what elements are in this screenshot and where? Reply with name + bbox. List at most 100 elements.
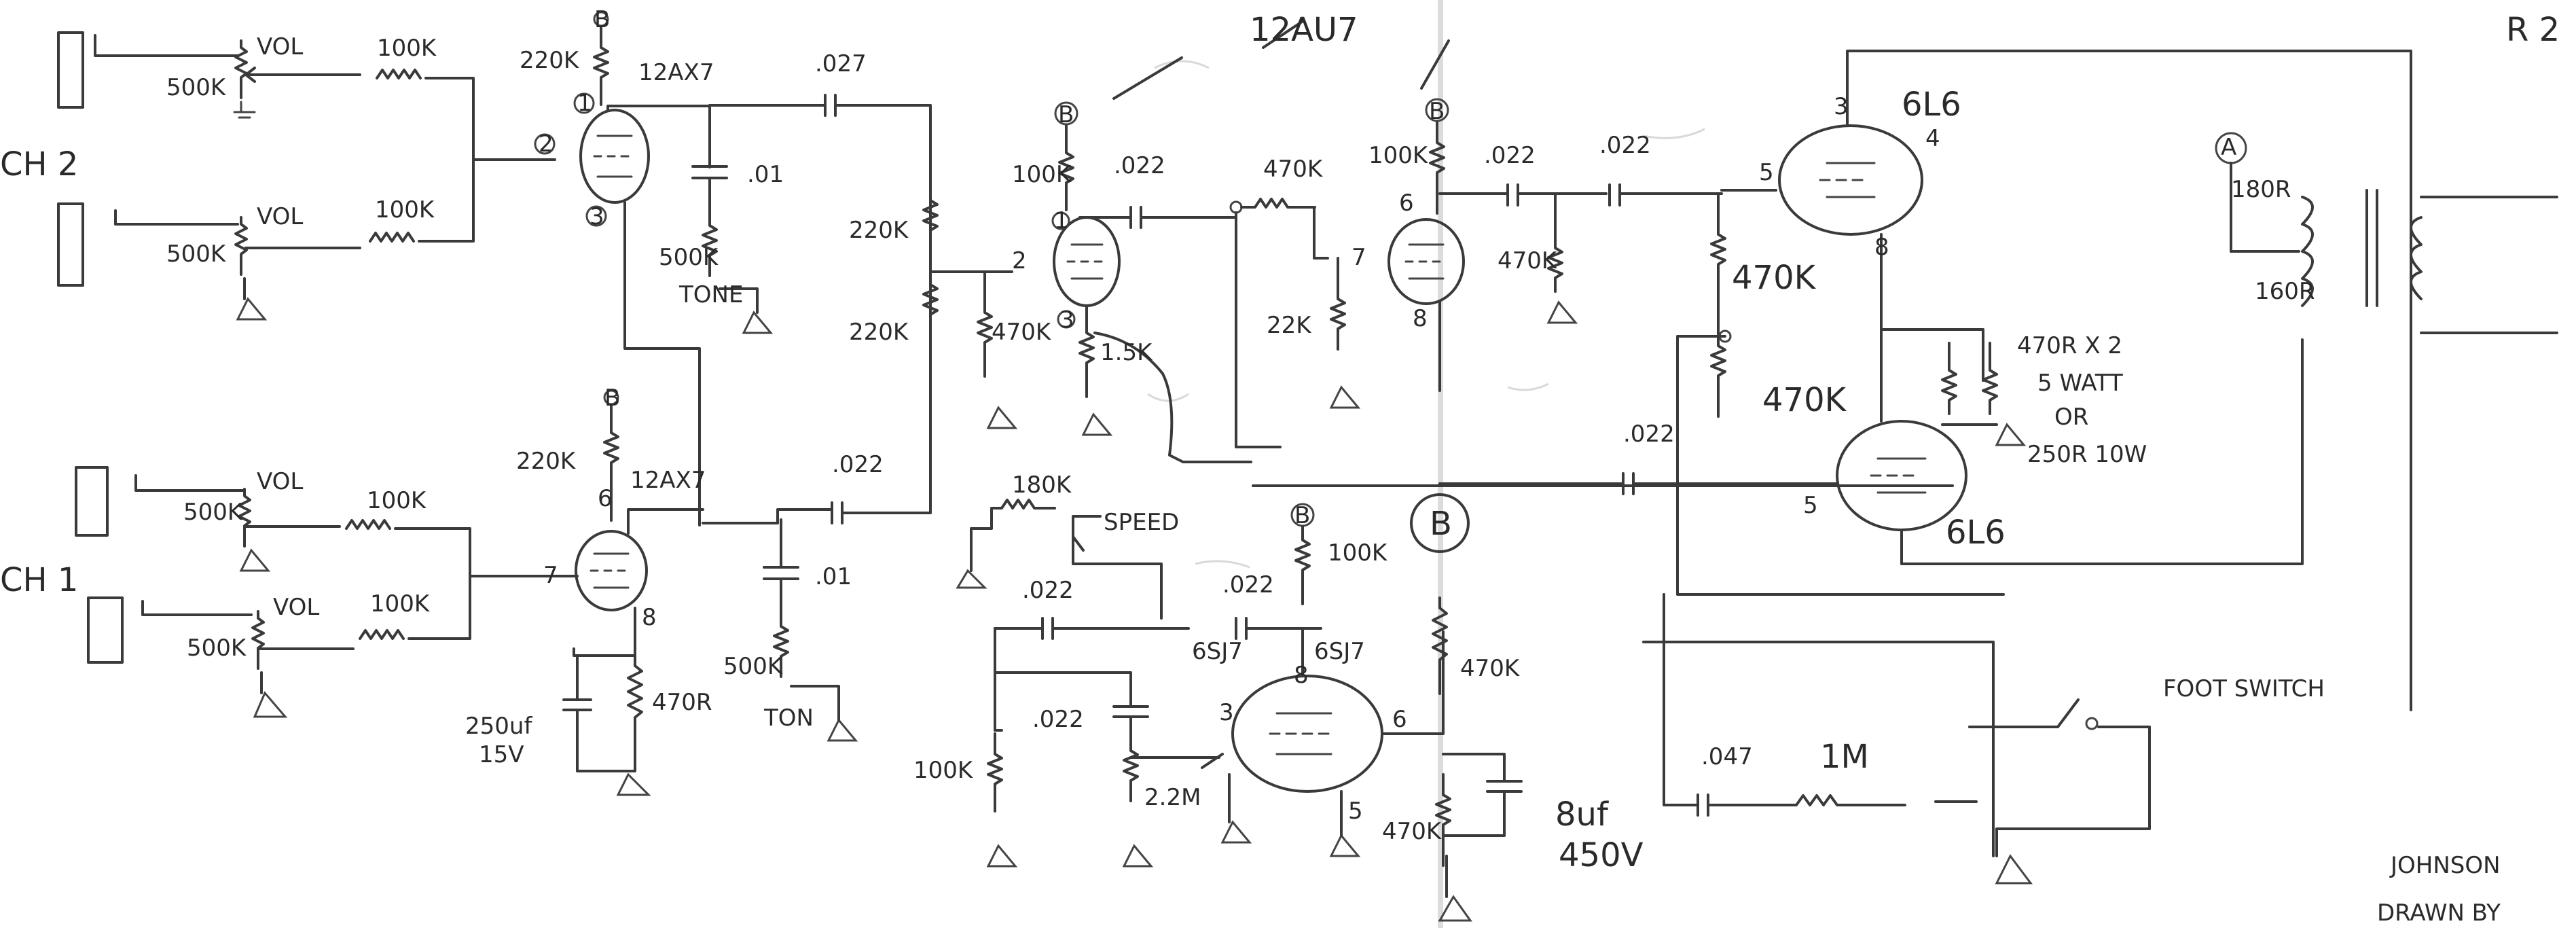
- tube-6l6-a: [1778, 124, 1923, 236]
- foot-switch-contact: [2085, 717, 2099, 730]
- label-b-big: B: [1430, 505, 1452, 543]
- label-470rx2: 470R X 2: [2017, 332, 2122, 359]
- cap-022-v2b: [1506, 183, 1519, 207]
- jack-ch2-a-wire: [94, 34, 239, 57]
- wire-v1-cathode-bus: [623, 201, 701, 527]
- label-450v: 450V: [1559, 836, 1644, 874]
- tube-v2b: [1387, 218, 1465, 305]
- label-470k-grid: 470K: [992, 319, 1052, 346]
- res-180k-speed: [970, 499, 1056, 530]
- cap-022-v1b: [831, 501, 843, 524]
- label-220k-v1a: 220K: [520, 47, 580, 74]
- node-b-big: [1410, 493, 1470, 553]
- cap-047: [1697, 793, 1709, 817]
- label-b-v1b: B: [604, 385, 620, 412]
- jack-ch1-a: [75, 466, 109, 537]
- pot-500k-ton: [773, 577, 789, 678]
- res-2-2m: [1123, 715, 1139, 802]
- pin-1-v1a: [573, 92, 595, 114]
- cap-250uf: [562, 698, 592, 711]
- wire-6sj7-screen: [1381, 630, 1445, 735]
- input-jacks: [57, 31, 253, 664]
- res-470k-6sj7: [1435, 773, 1451, 867]
- label-100k-ch1-a: 100K: [367, 487, 427, 514]
- cap-8uf: [1486, 780, 1523, 793]
- label-b-v1a: B: [594, 6, 610, 33]
- tube-v1b: [575, 530, 648, 611]
- label-047: .047: [1701, 743, 1753, 770]
- label-500k-ch2-a: 500K: [166, 74, 227, 101]
- label-pin8-6sj7: 8: [1294, 662, 1309, 689]
- jack-ch1-b-wire: [141, 600, 253, 616]
- label-pin3-v2a: 3: [1059, 306, 1074, 334]
- label-pin8-v2b: 8: [1413, 305, 1428, 332]
- pin-3-v2a: [1057, 310, 1076, 329]
- gnd-470k-v2b: [1546, 300, 1578, 324]
- jack-ch1-b: [87, 596, 124, 664]
- label-022-v2b: .022: [1484, 142, 1536, 169]
- label-vol-ch1-a: VOL: [257, 468, 303, 495]
- cap-027: [824, 94, 837, 117]
- res-220k-v1b-plate: [603, 404, 619, 522]
- label-1-5k: 1.5K: [1100, 339, 1153, 366]
- res-470k-mix2: [1240, 198, 1316, 209]
- label-220k-mix-a: 220K: [849, 217, 909, 244]
- label-022-osc-a: .022: [1022, 577, 1074, 604]
- wire-6l6b-plate: [1900, 338, 2304, 565]
- pot-ch2-a-wiper: [244, 67, 259, 83]
- label-500k-ch2-b: 500K: [166, 240, 227, 268]
- label-vol-ch2-a: VOL: [257, 33, 303, 60]
- label-foot-switch: FOOT SWITCH: [2163, 675, 2325, 702]
- label-pin5-6sj7: 5: [1348, 798, 1363, 825]
- pin-2-v1a: [534, 133, 556, 155]
- gnd-ch1-b: [253, 691, 288, 718]
- wire-tone-gnd: [719, 287, 759, 314]
- label-12ax7-top: 12AX7: [638, 59, 714, 86]
- volume-pots: [233, 39, 556, 718]
- wire-6l6-cathode-bus: [1880, 328, 1984, 423]
- wire-ton-gnd: [790, 685, 840, 721]
- label-pin1-v1a: 1: [577, 90, 592, 117]
- label-b-6sj7: B: [1294, 502, 1310, 529]
- gnd-100k-osc: [986, 844, 1018, 868]
- wire-8uf-bot: [1442, 790, 1506, 837]
- res-100k-v2b-plate: [1429, 121, 1445, 215]
- pot-ch2-b: [234, 216, 248, 276]
- jack-ch2-b: [57, 202, 84, 287]
- label-160r: 160R: [2255, 278, 2315, 305]
- label-12au7: 12AU7: [1250, 11, 1358, 49]
- gnd-ton: [827, 718, 858, 742]
- label-15v: 15V: [479, 741, 524, 768]
- label-johnson: JOHNSON: [2389, 852, 2501, 879]
- label-470k-mix2: 470K: [1263, 156, 1324, 183]
- tube-6l6-a-elements: [1819, 162, 1876, 198]
- label-pin3-v1a: 3: [589, 203, 604, 230]
- wire-v1b-plate-out: [627, 508, 833, 535]
- label-6l6-b: 6L6: [1946, 514, 2006, 552]
- tube-v1a: [579, 109, 650, 204]
- res-100k-ch2-a: [376, 69, 422, 79]
- bleed-through-marks: [1147, 60, 1705, 569]
- label-022-pi2: .022: [1623, 421, 1675, 448]
- pot-ch2-a: [234, 39, 248, 99]
- wire-v1b-cathode: [573, 607, 636, 667]
- res-470k-v2b: [1547, 192, 1563, 293]
- label-pin7-v1b: 7: [543, 562, 558, 589]
- label-pin6-6sj7: 6: [1392, 706, 1407, 733]
- label-drawn-by: DRAWN BY: [2377, 899, 2501, 927]
- label-pin3-6l6a: 3: [1834, 93, 1849, 120]
- junction-v2a: [1229, 200, 1243, 214]
- label-250r: 250R 10W: [2027, 441, 2147, 468]
- pot-ch1-a: [238, 488, 251, 548]
- arrow-12au7-c: [1262, 19, 1305, 49]
- res-470k-pi: [1710, 192, 1726, 418]
- label-vol-ch2-b: VOL: [257, 203, 303, 230]
- wire-v2-cathode-link: [1093, 332, 1252, 463]
- label-8uf: 8uf: [1555, 796, 1609, 834]
- label-12ax7-bot: 12AX7: [630, 467, 706, 494]
- wire-osc-mid: [994, 671, 1132, 708]
- label-22k: 22K: [1267, 312, 1312, 339]
- label-ch1: CH 1: [0, 561, 78, 599]
- label-250uf: 250uf: [465, 713, 532, 740]
- label-220k-v1b: 220K: [516, 448, 577, 475]
